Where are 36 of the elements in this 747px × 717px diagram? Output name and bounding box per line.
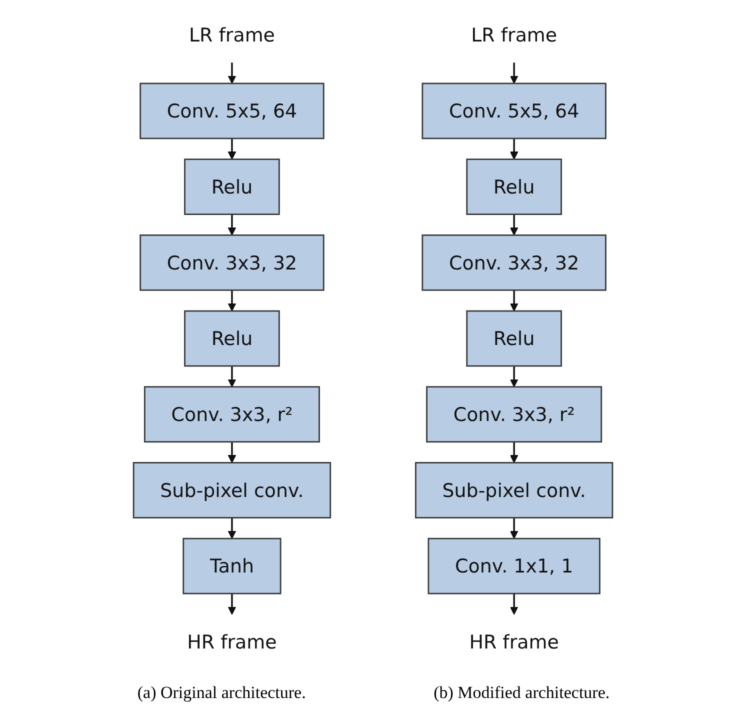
node-box: Relu: [466, 310, 562, 367]
arrow: [510, 518, 519, 539]
arrow: [510, 594, 519, 615]
node-box: Conv. 3x3, r²: [144, 386, 320, 443]
node-box: Relu: [184, 310, 280, 367]
caption: (b) Modified architecture.: [434, 683, 610, 703]
arrow: [510, 214, 519, 236]
arrow: [228, 62, 237, 84]
node-text: HR frame: [470, 630, 560, 654]
arrow: [510, 290, 519, 312]
arrow: [228, 442, 237, 464]
arrow: [510, 442, 519, 464]
arrow: [228, 214, 237, 236]
node-box: Conv. 5x5, 64: [140, 82, 325, 140]
node-box: Conv. 1x1, 1: [428, 538, 601, 594]
node-box: Conv. 5x5, 64: [422, 82, 607, 140]
node-box: Conv. 3x3, r²: [426, 386, 603, 443]
arrow: [510, 62, 519, 84]
node-box: Conv. 3x3, 32: [140, 234, 325, 291]
caption: (a) Original architecture.: [137, 683, 306, 703]
node-box: Relu: [184, 158, 280, 215]
node-text: LR frame: [472, 24, 558, 46]
node-text: HR frame: [188, 630, 278, 654]
node-box: Tanh: [183, 538, 282, 594]
node-box: Sub-pixel conv.: [415, 462, 614, 518]
node-box: Conv. 3x3, 32: [422, 234, 607, 291]
arrow: [228, 518, 237, 539]
arrow: [510, 138, 519, 160]
node-text: LR frame: [189, 24, 276, 46]
node-box: Sub-pixel conv.: [133, 462, 332, 518]
arrow: [510, 366, 519, 388]
arrow: [228, 290, 237, 312]
arrow: [228, 366, 237, 388]
arrow: [228, 138, 237, 160]
arrow: [228, 594, 237, 615]
node-box: Relu: [466, 158, 562, 215]
